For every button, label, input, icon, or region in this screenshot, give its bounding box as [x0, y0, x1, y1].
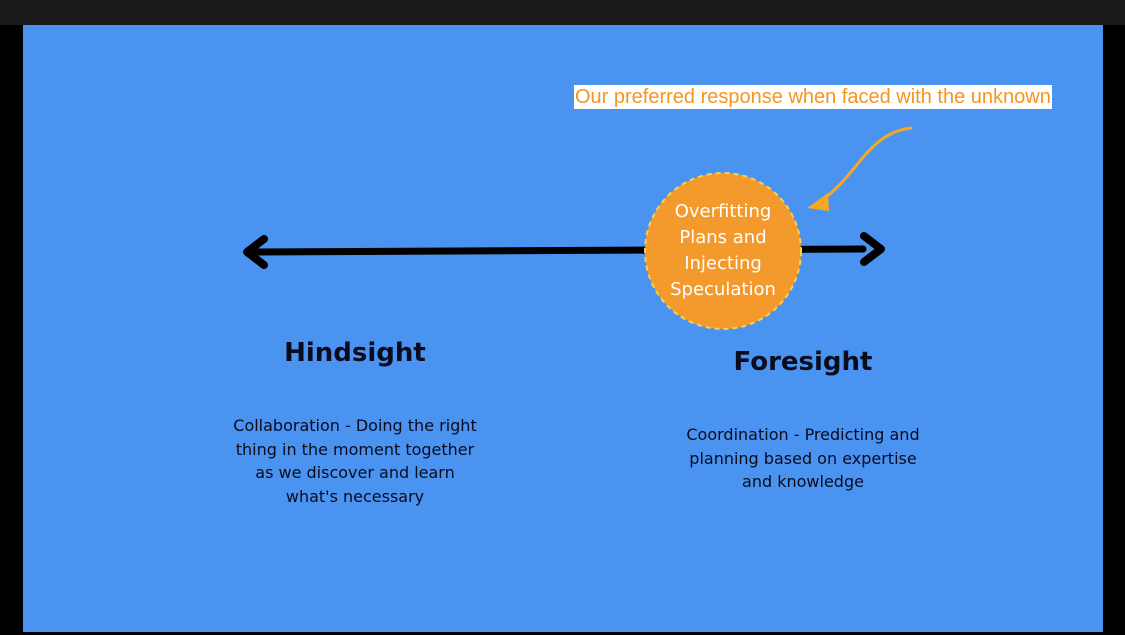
speculation-circle — [644, 172, 802, 330]
left-arrowhead — [243, 235, 268, 269]
foresight-title: Foresight — [733, 347, 873, 377]
spectrum-diagram — [243, 126, 913, 330]
curved-pointer-arrow — [819, 126, 913, 203]
hindsight-title: Hindsight — [284, 338, 426, 368]
window-top-bar — [0, 0, 1125, 25]
slide: Our preferred response when faced with t… — [23, 25, 1103, 632]
callout-label: Our preferred response when faced with t… — [574, 85, 1052, 109]
curved-pointer-arrowhead — [807, 193, 829, 211]
right-arrowhead — [860, 232, 885, 266]
circle-label: Overfitting Plans and Injecting Speculat… — [670, 201, 776, 300]
foresight-description: Coordination - Predicting and planning b… — [686, 425, 920, 491]
hindsight-description: Collaboration - Doing the right thing in… — [233, 416, 477, 506]
